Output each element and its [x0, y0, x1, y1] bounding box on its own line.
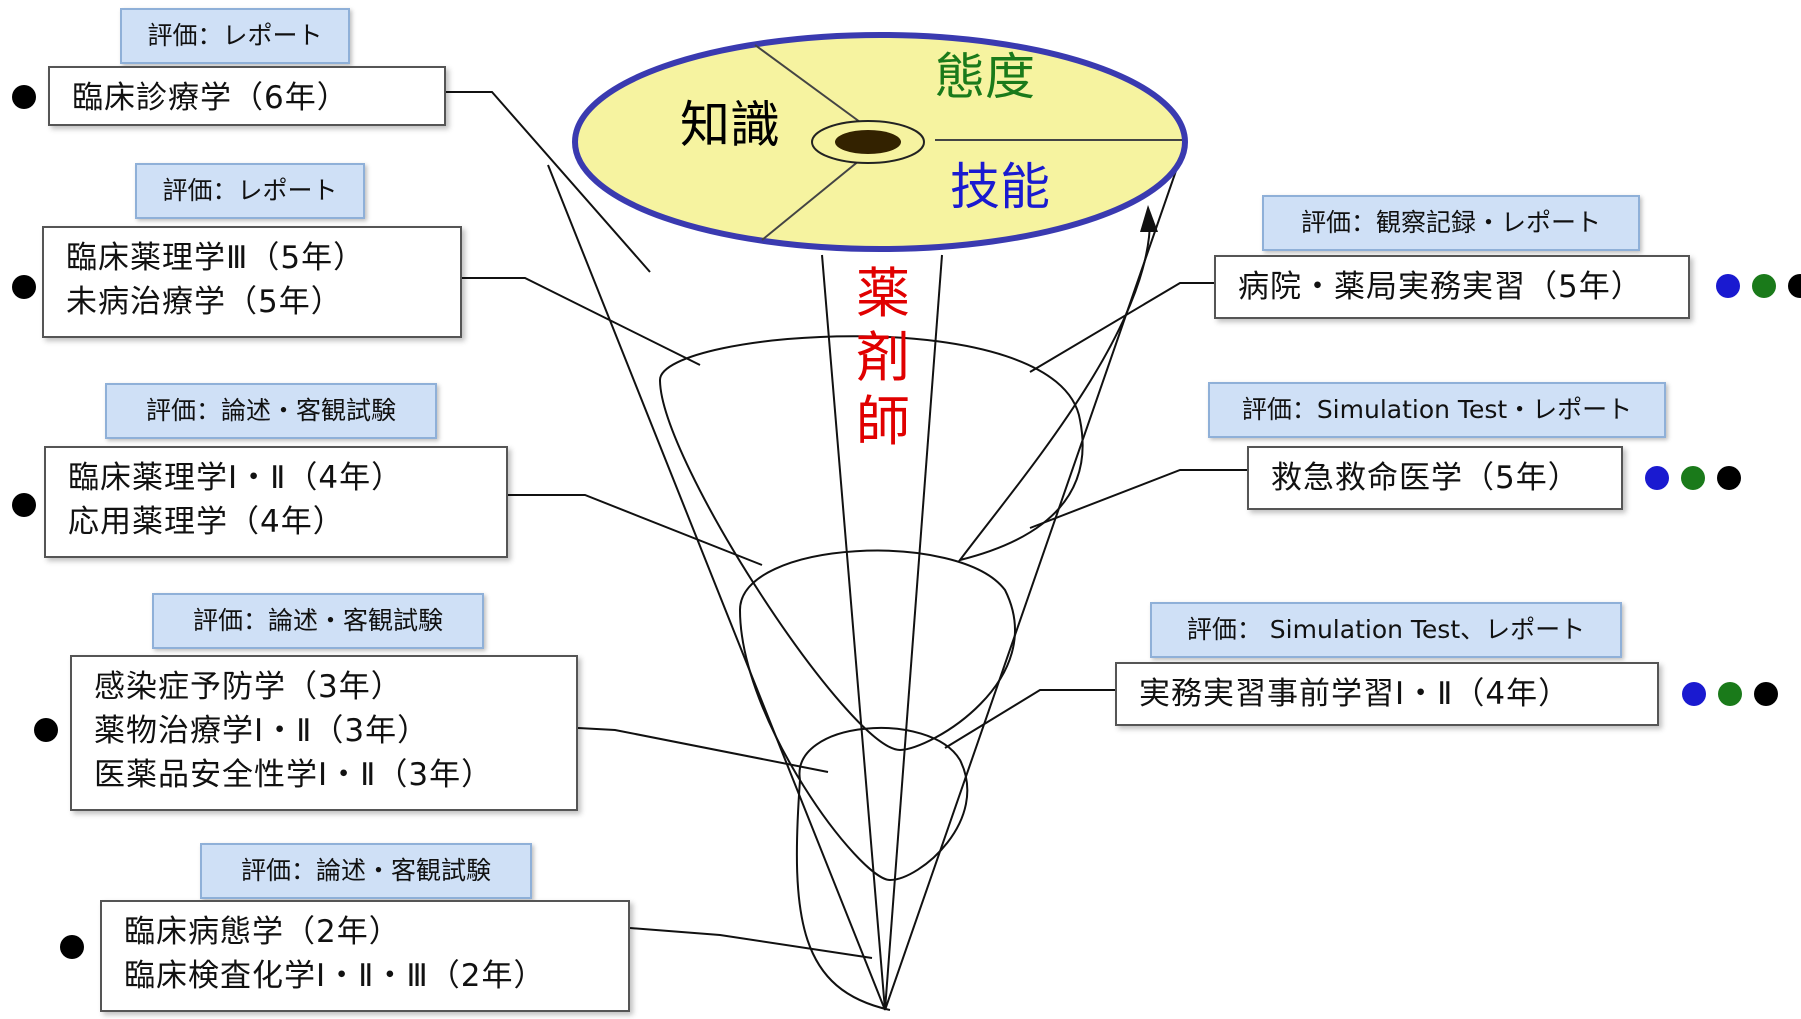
knowledge-dot	[1754, 682, 1778, 706]
evaluation-tag-clinical-pharmacology-1-2: 評価：論述・客観試験	[105, 383, 437, 439]
evaluation-tag-infection-prevention: 評価：論述・客観試験	[152, 593, 484, 649]
connector-right-3	[944, 689, 1115, 749]
disk-divider-top	[754, 44, 861, 123]
cone-left-edge	[547, 164, 886, 1011]
bullet-dot	[34, 718, 58, 742]
course-box-clinical-pathophysiology: 臨床病態学（2年） 臨床検査化学Ⅰ・Ⅱ・Ⅲ（2年）	[100, 900, 630, 1012]
skills-dot	[1645, 466, 1669, 490]
attitude-dot	[1752, 274, 1776, 298]
bullet-dot	[12, 493, 36, 517]
course-line: 応用薬理学（4年）	[68, 504, 345, 540]
bullet-dot	[60, 935, 84, 959]
skills-label: 技能	[950, 158, 1050, 216]
connector-right-1	[1029, 282, 1214, 373]
pharmacist-char-1: 薬	[856, 262, 910, 325]
cone-center-left-line	[821, 254, 886, 1011]
course-line: 救急救命医学（5年）	[1271, 460, 1580, 496]
spiral-arrowhead	[1140, 205, 1158, 232]
connector-left-3	[508, 494, 763, 566]
evaluation-tag-clinical-diagnosis: 評価：レポート	[120, 8, 350, 64]
domain-dots	[1645, 466, 1741, 490]
connector-left-1	[446, 91, 651, 273]
domain-dots	[1716, 274, 1801, 298]
course-box-clinical-pharmacology-1-2: 臨床薬理学Ⅰ・Ⅱ（4年） 応用薬理学（4年）	[44, 446, 508, 558]
bullet-dot	[12, 275, 36, 299]
evaluation-tag-pre-training: 評価： Simulation Test、レポート	[1150, 602, 1622, 658]
evaluation-tag-emergency-medicine: 評価：Simulation Test・レポート	[1208, 382, 1666, 438]
skills-dot	[1682, 682, 1706, 706]
connector-right-2	[1029, 469, 1247, 529]
evaluation-tag-practical-training: 評価：観察記録・レポート	[1262, 195, 1640, 251]
course-line: 医薬品安全性学Ⅰ・Ⅱ（3年）	[94, 757, 494, 793]
course-line: 臨床病態学（2年）	[124, 914, 401, 950]
skills-dot	[1716, 274, 1740, 298]
course-line: 感染症予防学（3年）	[94, 669, 403, 705]
course-box-clinical-diagnosis: 臨床診療学（6年）	[48, 66, 446, 126]
connector-left-5	[629, 927, 873, 959]
course-line: 薬物治療学Ⅰ・Ⅱ（3年）	[94, 713, 430, 749]
course-box-emergency-medicine: 救急救命医学（5年）	[1247, 446, 1623, 510]
growth-spiral	[658, 219, 1151, 1011]
connector-left-2	[462, 277, 701, 366]
course-line: 臨床薬理学Ⅰ・Ⅱ（4年）	[68, 460, 404, 496]
course-line: 未病治療学（5年）	[66, 284, 343, 320]
evaluation-tag-clinical-pharmacology-3: 評価：レポート	[135, 163, 365, 219]
disk-divider-bottom	[761, 159, 861, 241]
knowledge-dot	[1788, 274, 1801, 298]
course-line: 実務実習事前学習Ⅰ・Ⅱ（4年）	[1139, 676, 1571, 712]
attitude-dot	[1681, 466, 1705, 490]
course-line: 病院・薬局実務実習（5年）	[1238, 269, 1643, 305]
bullet-dot	[12, 85, 36, 109]
course-box-practical-training: 病院・薬局実務実習（5年）	[1214, 255, 1690, 319]
attitude-label: 態度	[935, 48, 1035, 106]
course-line: 臨床診療学（6年）	[72, 80, 349, 116]
cone-center-right-line	[884, 254, 943, 1011]
evaluation-tag-clinical-pathophysiology: 評価：論述・客観試験	[200, 843, 532, 899]
connector-left-4	[577, 727, 829, 773]
course-line: 臨床検査化学Ⅰ・Ⅱ・Ⅲ（2年）	[124, 958, 546, 994]
pharmacist-char-2: 剤	[856, 326, 910, 389]
course-line: 臨床薬理学Ⅲ（5年）	[66, 240, 366, 276]
attitude-dot	[1718, 682, 1742, 706]
pharmacist-char-3: 師	[856, 390, 910, 453]
course-box-pre-training: 実務実習事前学習Ⅰ・Ⅱ（4年）	[1115, 662, 1659, 726]
cone-right-edge	[884, 164, 1179, 1011]
course-box-infection-prevention: 感染症予防学（3年） 薬物治療学Ⅰ・Ⅱ（3年） 医薬品安全性学Ⅰ・Ⅱ（3年）	[70, 655, 578, 811]
course-box-clinical-pharmacology-3: 臨床薬理学Ⅲ（5年） 未病治療学（5年）	[42, 226, 462, 338]
domain-dots	[1682, 682, 1778, 706]
knowledge-dot	[1717, 466, 1741, 490]
knowledge-label: 知識	[680, 96, 780, 154]
disk-center-hole	[835, 130, 901, 154]
